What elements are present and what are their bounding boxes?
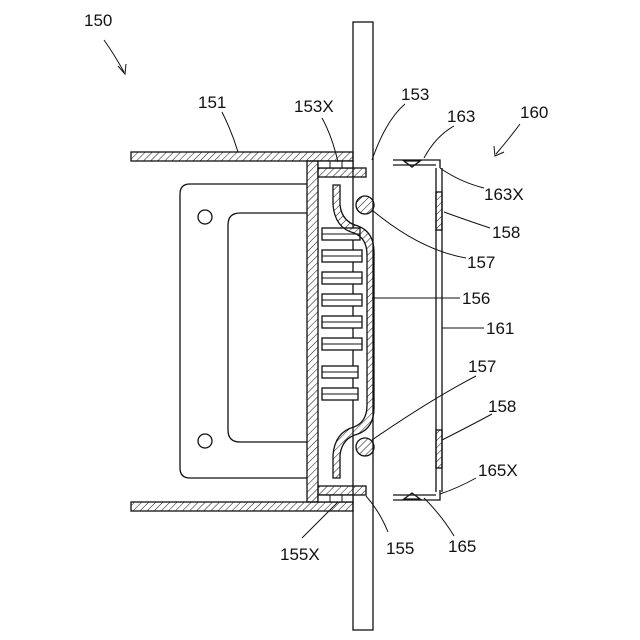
label-155: 155 bbox=[386, 539, 414, 558]
label-155x: 155X bbox=[280, 545, 320, 564]
label-165x: 165X bbox=[478, 461, 518, 480]
label-163: 163 bbox=[447, 107, 475, 126]
label-157-bottom: 157 bbox=[468, 357, 496, 376]
cover-160 bbox=[393, 160, 442, 500]
label-158-bottom: 158 bbox=[488, 397, 516, 416]
label-160: 160 bbox=[520, 103, 548, 122]
flange-155 bbox=[318, 495, 353, 502]
duct-151 bbox=[131, 152, 353, 511]
label-161: 161 bbox=[486, 319, 514, 338]
label-153x: 153X bbox=[294, 97, 334, 116]
bracket-plate bbox=[180, 184, 307, 478]
label-151: 151 bbox=[198, 93, 226, 112]
label-165: 165 bbox=[448, 537, 476, 556]
label-157-top: 157 bbox=[467, 253, 495, 272]
label-158-top: 158 bbox=[492, 223, 520, 242]
label-156: 156 bbox=[462, 289, 490, 308]
label-163x: 163X bbox=[484, 185, 524, 204]
label-153: 153 bbox=[401, 85, 429, 104]
flange-153 bbox=[318, 161, 353, 168]
label-150: 150 bbox=[84, 11, 112, 30]
